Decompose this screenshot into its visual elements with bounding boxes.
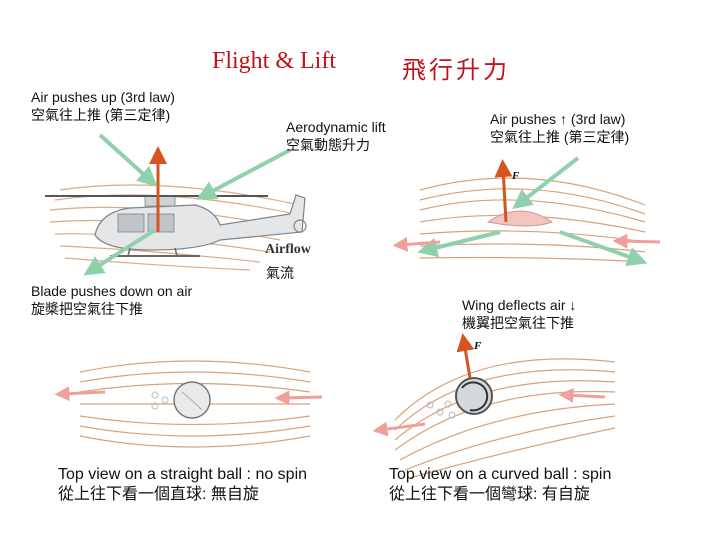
curved-airflow-right-arrow [558, 387, 606, 403]
straight-ball-streamlines [79, 360, 311, 448]
air-push-up-arrow [98, 133, 158, 187]
aerodynamic-lift-arrow [196, 148, 291, 200]
airfoil-streamlines [419, 177, 646, 263]
straight-ball-wake [151, 391, 169, 410]
label-blade-pushes-down: Blade pushes down on air 旋槳把空氣往下推 [31, 283, 193, 317]
straight-airflow-left-arrow [54, 386, 106, 402]
curved-airflow-left-arrow [372, 421, 426, 437]
wing-lift-arrow [494, 159, 513, 223]
wing-force-label: F [512, 170, 520, 182]
wing-air-push-arrow [512, 156, 580, 210]
straight-airflow-right-arrow [274, 390, 323, 406]
label-airflow-chinese: 氣流 [266, 265, 294, 281]
curved-ball-streamlines [394, 358, 616, 479]
airfoil-wing [486, 210, 554, 227]
label-wing-air-pushes-up: Air pushes ↑ (3rd law) 空氣往上推 (第三定律) [490, 111, 630, 145]
caption-straight-ball: Top view on a straight ball : no spin 從上… [58, 466, 308, 503]
ball-force-label: F [474, 340, 482, 352]
wing-deflect-right-arrow [559, 230, 648, 267]
label-heli-air-pushes-up: Air pushes up (3rd law) 空氣往上推 (第三定律) [31, 89, 175, 123]
wing-deflect-left-arrow [417, 230, 501, 258]
airfoil-airflow-left-arrow [392, 236, 441, 252]
label-airflow-english: Airflow [265, 242, 311, 257]
caption-curved-ball: Top view on a curved ball : spin 從上往下看一個… [389, 466, 612, 503]
blade-push-down-arrow [83, 228, 157, 276]
airfoil-airflow-right-arrow [612, 233, 661, 249]
label-aerodynamic-lift: Aerodynamic lift 空氣動態升力 [286, 119, 386, 153]
title-english: Flight & Lift [212, 48, 337, 74]
title-chinese: 飛行升力 [402, 56, 510, 84]
curved-ball-wake [426, 400, 456, 419]
label-wing-deflects-air: Wing deflects air ↓ 機翼把空氣往下推 [462, 297, 577, 331]
curved-ball-force-arrow [456, 333, 475, 379]
